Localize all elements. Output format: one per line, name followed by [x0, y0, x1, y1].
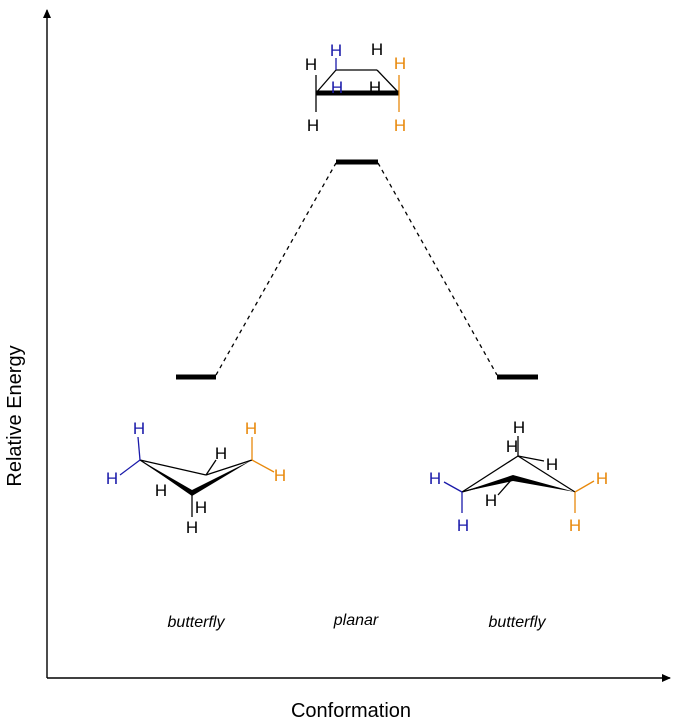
atom-h: H	[371, 40, 383, 59]
butterfly-molecule-right: H H H H H H H H	[429, 418, 608, 535]
x-axis-label: Conformation	[291, 700, 411, 722]
atom-h: H	[394, 116, 406, 135]
atom-h: H	[596, 469, 608, 488]
atom-h: H	[305, 55, 317, 74]
atom-h: H	[245, 419, 257, 438]
atom-h: H	[546, 455, 558, 474]
atom-h: H	[457, 516, 469, 535]
atom-h: H	[485, 491, 497, 510]
atom-h: H	[569, 516, 581, 535]
atom-h: H	[186, 518, 198, 537]
atom-h: H	[513, 418, 525, 437]
atom-h: H	[394, 54, 406, 73]
connector-left	[215, 162, 337, 376]
atom-h: H	[429, 469, 441, 488]
atom-h: H	[274, 466, 286, 485]
atom-h: H	[369, 78, 381, 97]
planar-molecule: H H H H H H H H	[305, 40, 406, 135]
atom-h: H	[331, 78, 343, 97]
atom-h: H	[330, 41, 342, 60]
label-planar: planar	[333, 612, 379, 629]
butterfly-molecule-left: H H H H H H H H	[106, 419, 286, 537]
atom-h: H	[215, 444, 227, 463]
y-axis-label: Relative Energy	[4, 345, 26, 486]
connector-right	[377, 162, 498, 376]
atom-h: H	[155, 481, 167, 500]
label-butterfly-left: butterfly	[168, 614, 226, 631]
atom-h: H	[133, 419, 145, 438]
atom-h: H	[195, 498, 207, 517]
atom-h: H	[506, 437, 518, 456]
atom-h: H	[106, 469, 118, 488]
label-butterfly-right: butterfly	[489, 614, 547, 631]
atom-h: H	[307, 116, 319, 135]
